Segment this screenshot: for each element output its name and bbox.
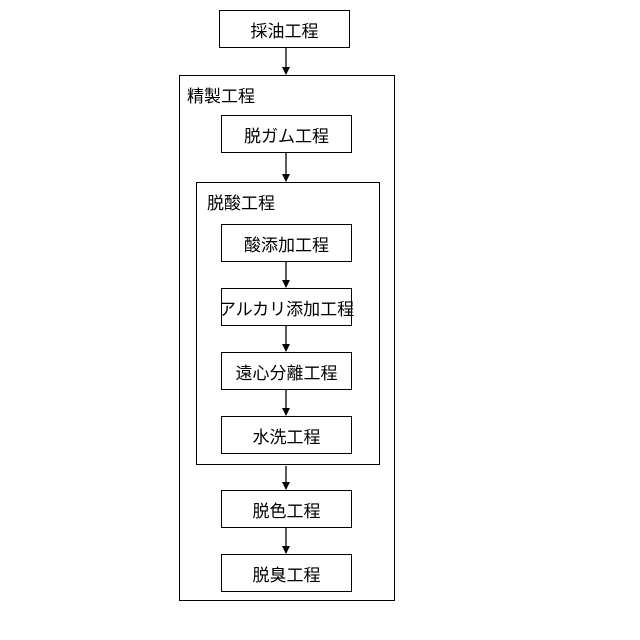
- flow-arrows: [0, 0, 640, 640]
